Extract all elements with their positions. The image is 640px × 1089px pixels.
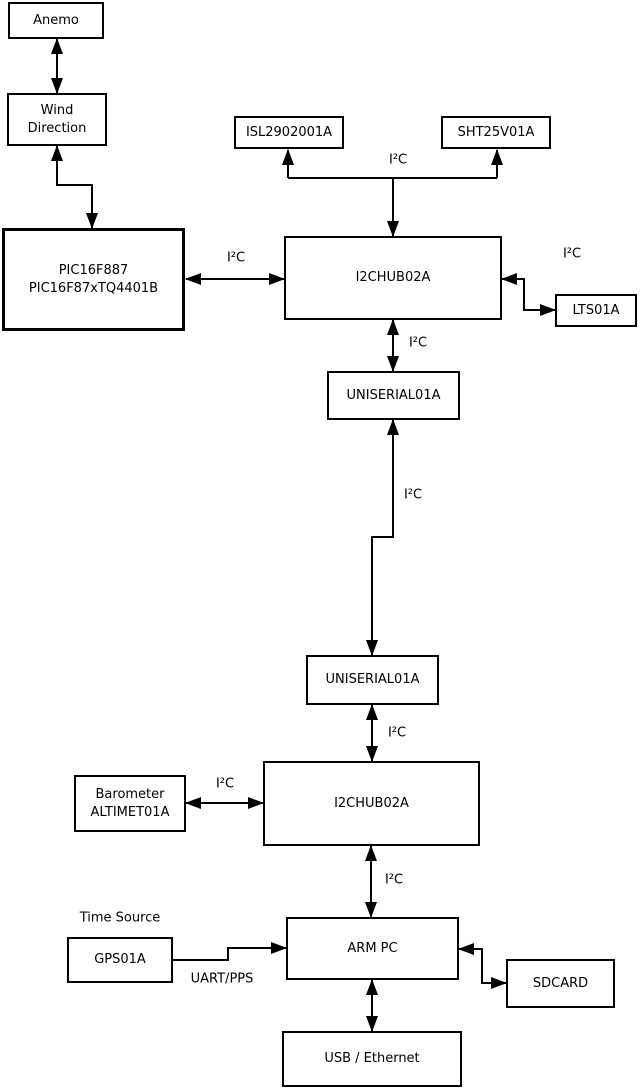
i2c-label-barometer: I²C	[215, 776, 235, 792]
node-i2chub02a-bottom-label: I2CHUB02A	[334, 795, 409, 811]
node-arm-pc: ARM PC	[286, 917, 459, 980]
i2c-label-pic-hub: I²C	[226, 250, 246, 266]
edge-hubtop-lts	[501, 273, 556, 316]
node-barometer: Barometer ALTIMET01A	[74, 775, 186, 832]
node-i2chub02a-top-label: I2CHUB02A	[355, 270, 431, 286]
node-wind-direction-line1: Wind	[40, 102, 74, 118]
time-source-label: Time Source	[79, 910, 161, 926]
node-sdcard-label: SDCARD	[532, 975, 589, 991]
edge-wind-pic	[51, 145, 98, 229]
node-uniserial01a-bottom: UNISERIAL01A	[306, 655, 439, 705]
node-lts01a-label: LTS01A	[572, 302, 620, 318]
edge-uniserialtop-uniserialbottom	[366, 419, 399, 656]
node-gps01a: GPS01A	[67, 937, 173, 983]
i2c-label-bus-top: I²C	[388, 152, 408, 168]
node-pic-line1: PIC16F887	[58, 262, 129, 278]
node-sht25v01a: SHT25V01A	[441, 116, 551, 149]
node-pic-line2: PIC16F87xTQ4401B	[28, 280, 159, 296]
i2c-label-long-link: I²C	[403, 487, 423, 503]
node-uniserial01a-bottom-label: UNISERIAL01A	[325, 672, 420, 688]
node-arm-pc-label: ARM PC	[347, 940, 398, 956]
node-barometer-line2: ALTIMET01A	[90, 804, 170, 820]
node-pic: PIC16F887 PIC16F87xTQ4401B	[2, 228, 185, 331]
node-wind-direction: Wind Direction	[7, 93, 107, 146]
edge-armpc-sdcard	[458, 943, 507, 989]
uart-pps-label: UART/PPS	[190, 971, 254, 987]
node-isl2902001a-label: ISL2902001A	[245, 124, 333, 140]
node-gps01a-label: GPS01A	[94, 952, 146, 968]
node-sht25v01a-label: SHT25V01A	[457, 124, 535, 140]
node-usb-ethernet-label: USB / Ethernet	[324, 1051, 420, 1067]
node-sdcard: SDCARD	[506, 959, 615, 1008]
node-i2chub02a-top: I2CHUB02A	[284, 236, 502, 320]
i2c-label-hub2-armpc: I²C	[384, 872, 404, 888]
node-anemo: Anemo	[8, 2, 104, 39]
i2c-label-lts: I²C	[562, 246, 582, 262]
node-usb-ethernet: USB / Ethernet	[282, 1031, 462, 1087]
node-wind-direction-line2: Direction	[27, 120, 87, 136]
node-lts01a: LTS01A	[555, 294, 637, 327]
i2c-label-hub-uniserial: I²C	[408, 335, 428, 351]
node-uniserial01a-top-label: UNISERIAL01A	[346, 387, 441, 403]
node-isl2902001a: ISL2902001A	[234, 116, 344, 149]
node-anemo-label: Anemo	[33, 12, 79, 28]
node-uniserial01a-top: UNISERIAL01A	[327, 371, 460, 420]
edge-gps-armpc	[173, 942, 287, 961]
i2c-label-uniserial-hub2: I²C	[387, 725, 407, 741]
node-i2chub02a-bottom: I2CHUB02A	[263, 761, 480, 846]
node-barometer-line1: Barometer	[95, 786, 165, 802]
